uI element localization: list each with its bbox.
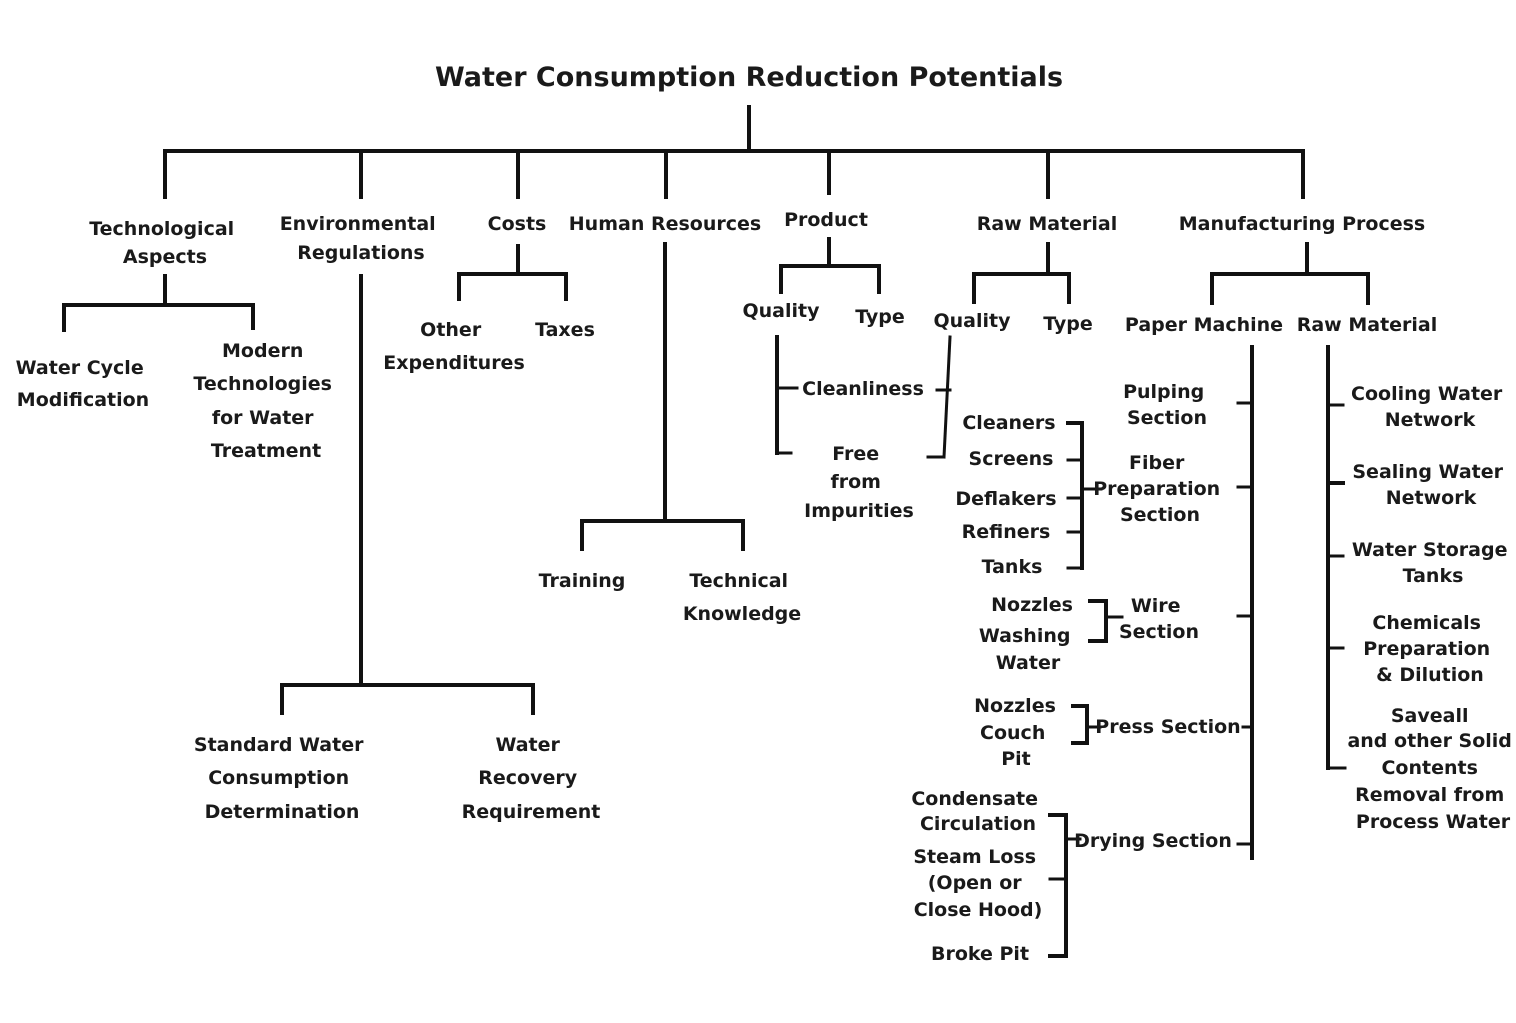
node-chemicals-preparation: Chemicals Preparation & Dilution bbox=[1363, 612, 1497, 686]
node-product-quality: Quality bbox=[743, 300, 821, 322]
node-fiber-preparation-section: Fiber Preparation Section bbox=[1093, 452, 1227, 526]
node-cooling-water-network: Cooling Water Network bbox=[1351, 383, 1509, 431]
node-water-storage-tanks: Water Storage Tanks bbox=[1352, 539, 1514, 587]
node-wire-section: Wire Section bbox=[1119, 595, 1199, 643]
node-human-resources: Human Resources bbox=[569, 213, 761, 235]
node-pulping-section: Pulping Section bbox=[1123, 381, 1211, 429]
node-press-section: Press Section bbox=[1095, 716, 1240, 738]
node-broke-pit: Broke Pit bbox=[931, 943, 1029, 965]
node-other-expenditures: Other Expenditures bbox=[383, 319, 525, 374]
node-raw-type: Type bbox=[1043, 313, 1093, 335]
node-deflakers: Deflakers bbox=[955, 488, 1056, 510]
node-mp-raw-material: Raw Material bbox=[1297, 314, 1438, 336]
node-product-type: Type bbox=[855, 306, 905, 328]
node-environmental-regulations: Environmental Regulations bbox=[280, 213, 443, 264]
node-free-from-impurities: Free from Impurities bbox=[804, 443, 914, 522]
node-product: Product bbox=[784, 209, 868, 231]
node-condensate-circulation: Condensate Circulation bbox=[911, 788, 1044, 835]
node-water-recovery-requirement: Water Recovery Requirement bbox=[462, 734, 601, 823]
node-steam-loss: Steam Loss (Open or Close Hood) bbox=[913, 846, 1042, 921]
node-refiners: Refiners bbox=[962, 521, 1051, 543]
node-drying-section: Drying Section bbox=[1074, 830, 1232, 852]
node-technical-knowledge: Technical Knowledge bbox=[683, 570, 801, 625]
node-wire-nozzles: Nozzles bbox=[991, 594, 1073, 616]
diagram-title: Water Consumption Reduction Potentials bbox=[435, 62, 1063, 93]
node-standard-water-consumption: Standard Water Consumption Determination bbox=[194, 734, 370, 823]
node-costs: Costs bbox=[488, 213, 547, 235]
node-couch-pit: Couch Pit bbox=[980, 722, 1052, 770]
node-modern-technologies: Modern Technologies for Water Treatment bbox=[193, 340, 338, 462]
node-tanks: Tanks bbox=[982, 556, 1043, 578]
node-paper-machine: Paper Machine bbox=[1125, 314, 1283, 336]
node-manufacturing-process: Manufacturing Process bbox=[1179, 213, 1425, 235]
node-sealing-water-network: Sealing Water Network bbox=[1352, 461, 1509, 509]
node-taxes: Taxes bbox=[535, 319, 595, 341]
node-technological-aspects: Technological Aspects bbox=[89, 218, 241, 268]
node-screens: Screens bbox=[969, 448, 1054, 470]
node-press-nozzles: Nozzles bbox=[974, 695, 1056, 717]
node-saveall-solid-contents: Saveall and other Solid Contents Removal… bbox=[1347, 705, 1516, 833]
node-training: Training bbox=[539, 570, 626, 592]
node-cleanliness: Cleanliness bbox=[802, 378, 924, 400]
node-cleaners: Cleaners bbox=[962, 412, 1055, 434]
connector-lines bbox=[62, 105, 1370, 958]
node-washing-water: Washing Water bbox=[979, 625, 1077, 674]
node-raw-material: Raw Material bbox=[977, 213, 1118, 235]
node-raw-quality: Quality bbox=[934, 310, 1012, 332]
node-water-cycle-modification: Water Cycle Modification bbox=[16, 357, 151, 411]
